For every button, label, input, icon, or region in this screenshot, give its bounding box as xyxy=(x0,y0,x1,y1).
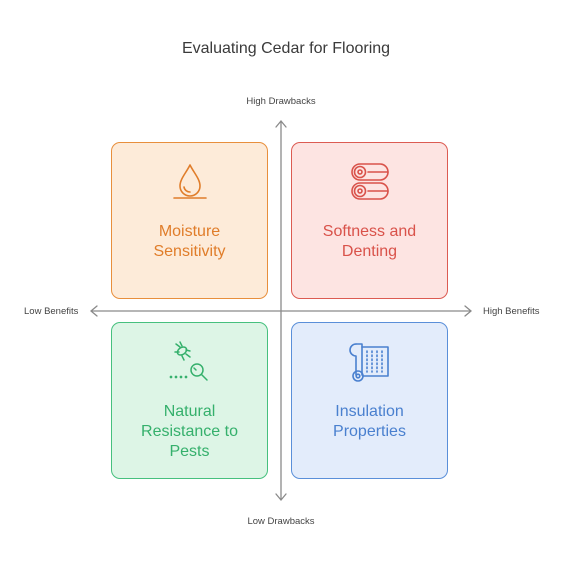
quadrant-moisture-sensitivity: Moisture Sensitivity xyxy=(111,142,268,299)
axis-label-right: High Benefits xyxy=(483,306,540,317)
quadrant-insulation-properties: Insulation Properties xyxy=(291,322,448,479)
axis-arrow-left xyxy=(90,305,98,317)
quadrant-label-line2: Properties xyxy=(333,423,406,440)
bug-search-icon xyxy=(169,341,208,381)
quadrant-label-line1: Natural xyxy=(163,403,216,420)
axis-arrow-up xyxy=(275,120,287,128)
insulation-roll-icon xyxy=(348,343,389,382)
quadrant-softness-denting: Softness and Denting xyxy=(291,142,448,299)
axis-label-bottom: Low Drawbacks xyxy=(247,516,315,527)
axis-label-top: High Drawbacks xyxy=(246,96,316,107)
axis-label-left: Low Benefits xyxy=(24,306,79,317)
quadrant-label-line3: Pests xyxy=(169,443,210,460)
quadrant-label-line1: Insulation xyxy=(335,403,404,420)
quadrant-label-line2: Denting xyxy=(341,243,398,260)
quadrant-label-line2: Resistance to xyxy=(141,423,238,440)
quadrant-label-line1: Moisture xyxy=(158,223,221,240)
quadrant-natural-pest-resistance: Natural Resistance to Pests xyxy=(111,322,268,479)
axis-arrow-down xyxy=(275,493,287,501)
wood-logs-icon xyxy=(350,163,389,200)
water-drop-icon xyxy=(172,164,207,199)
axis-arrow-right xyxy=(464,305,472,317)
quadrant-label-line2: Sensitivity xyxy=(153,243,226,260)
quadrant-label-line1: Softness and xyxy=(322,223,417,240)
diagram-title: Evaluating Cedar for Flooring xyxy=(181,40,391,57)
